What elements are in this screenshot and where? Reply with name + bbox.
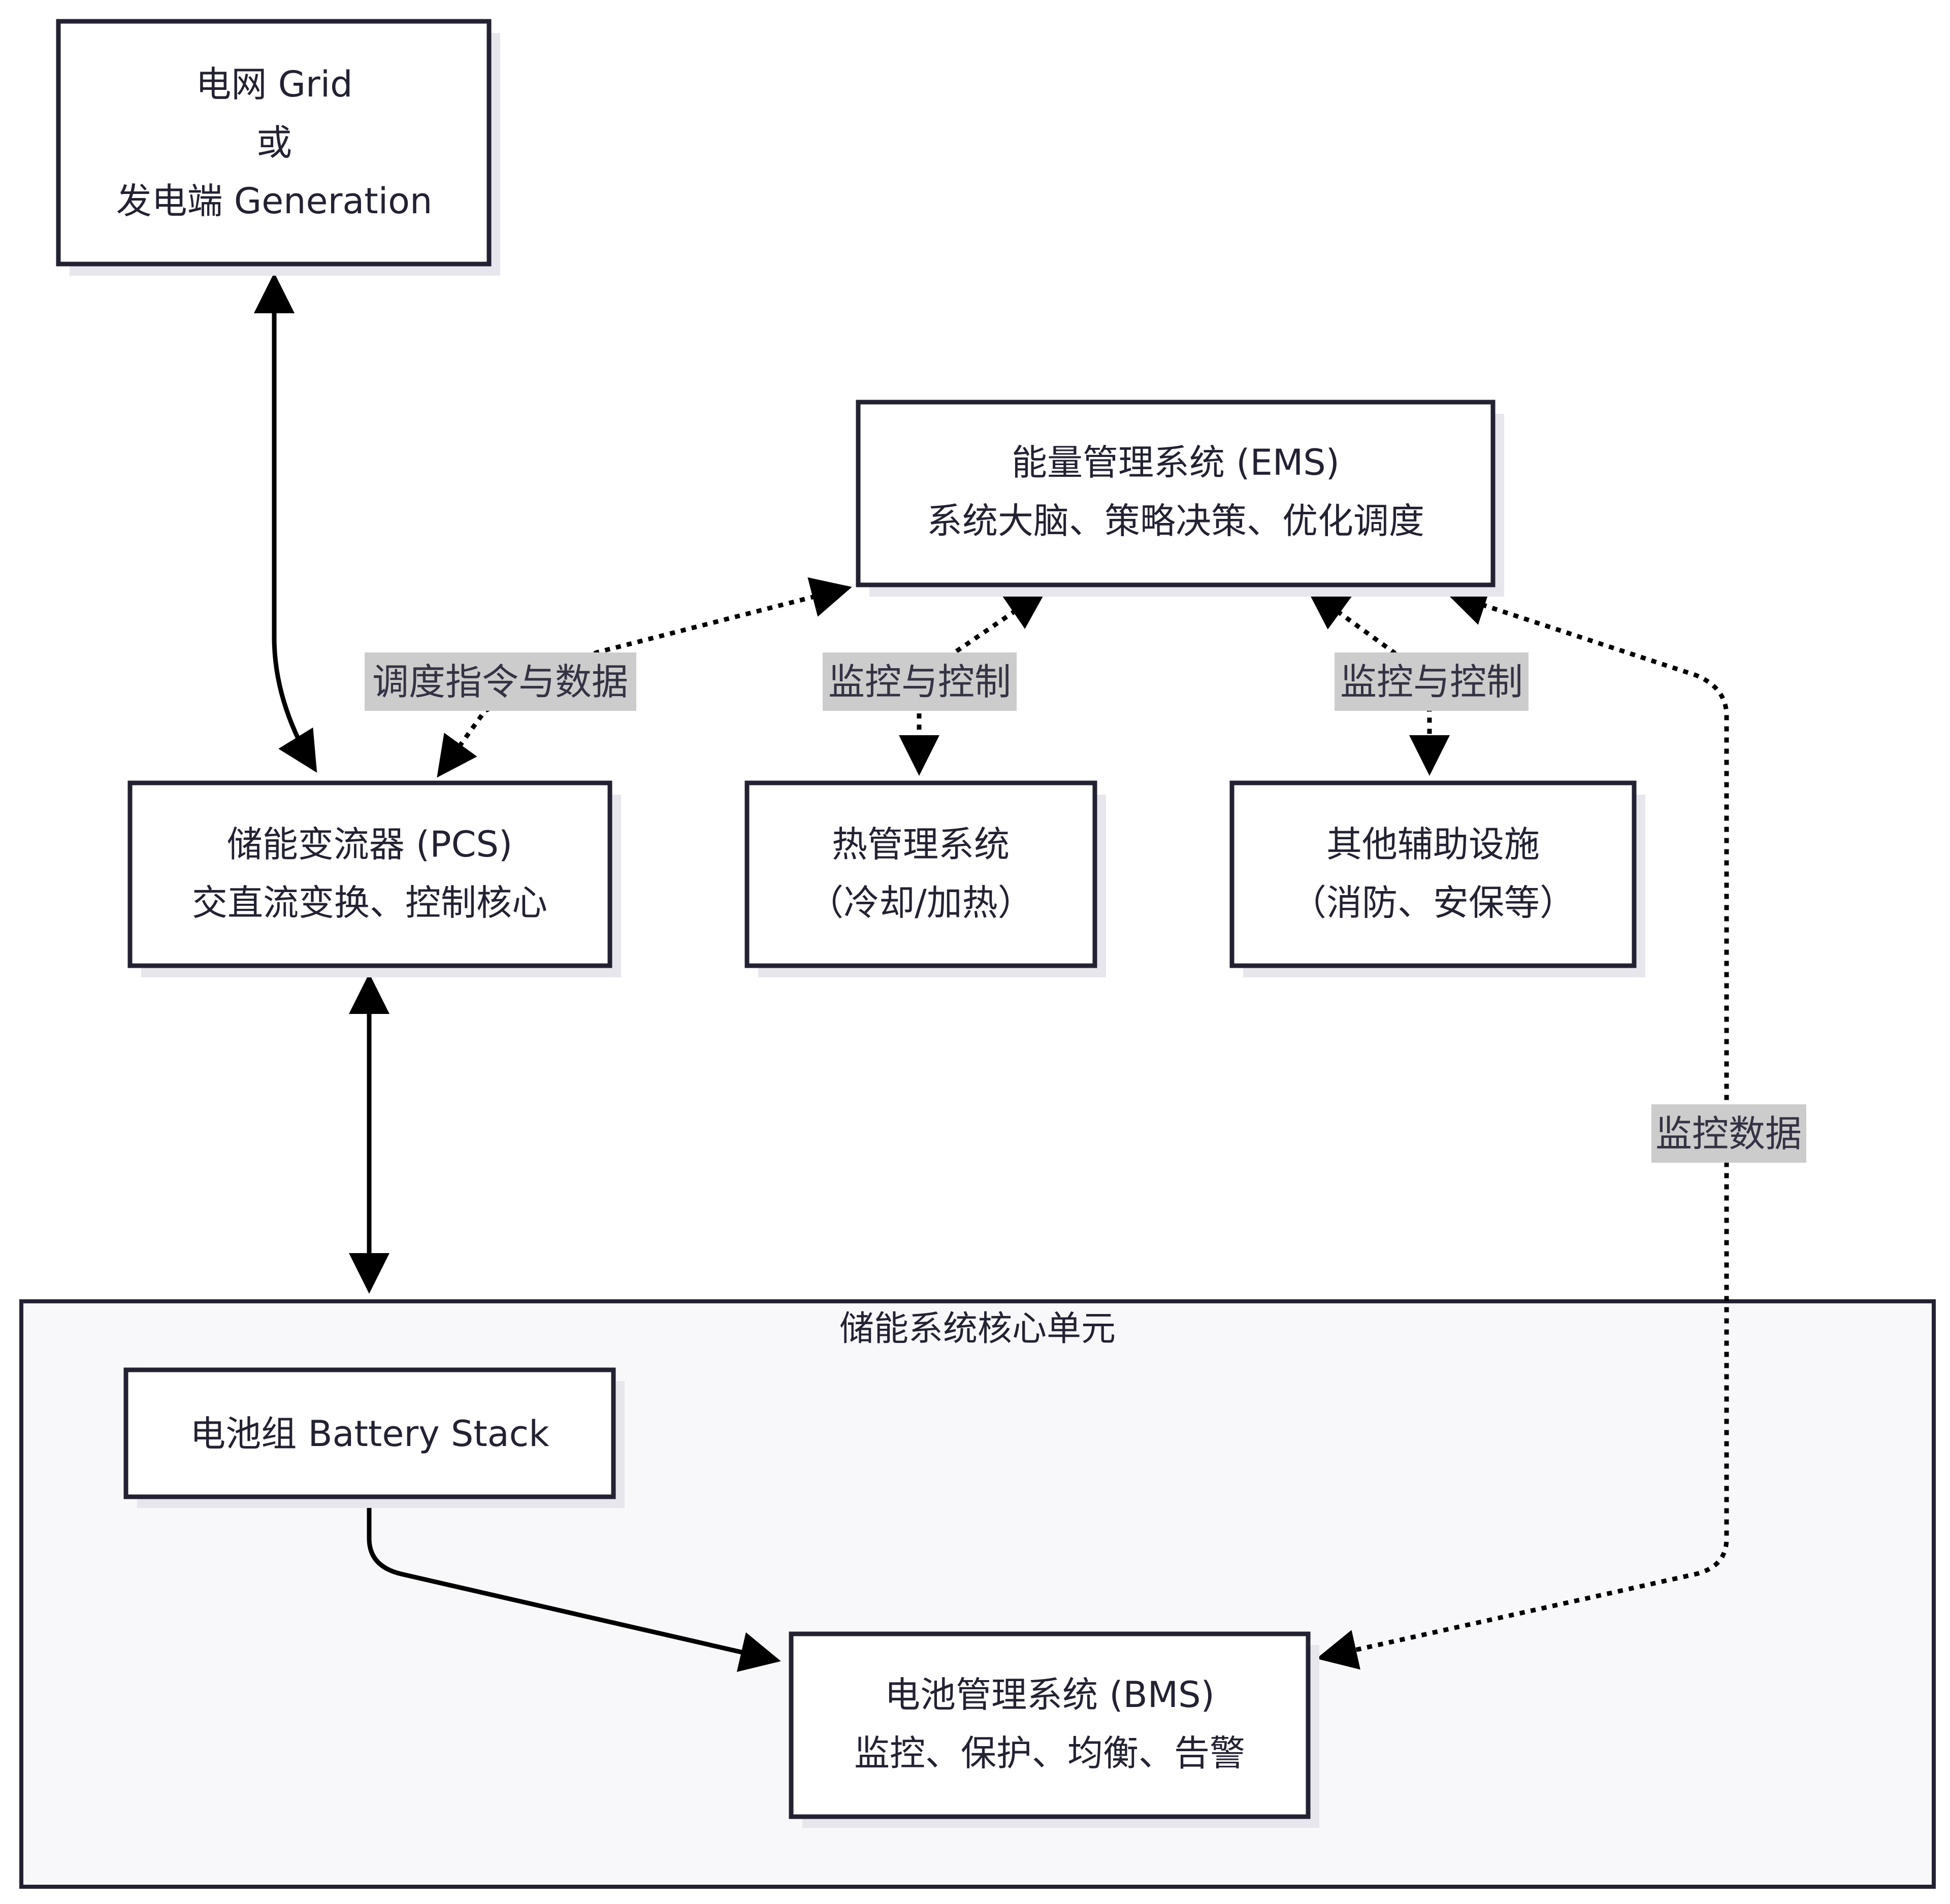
cluster-title: 储能系统核心单元	[839, 1309, 1116, 1349]
edge-ems-pcs	[437, 577, 852, 778]
edge-label-ems-thermal: 监控与控制	[823, 652, 1017, 711]
svg-text:发电端 Generation: 发电端 Generation	[116, 180, 433, 222]
edge-grid-pcs	[254, 273, 317, 773]
node-ems: 能量管理系统 (EMS) 系统大脑、策略决策、优化调度	[856, 400, 1504, 597]
edge-label-ems-pcs: 调度指令与数据	[365, 652, 636, 711]
node-bms: 电池管理系统 (BMS) 监控、保护、均衡、告警	[789, 1631, 1319, 1828]
svg-text:能量管理系统 (EMS): 能量管理系统 (EMS)	[1012, 442, 1340, 483]
svg-text:电网 Grid: 电网 Grid	[196, 63, 352, 105]
svg-text:或: 或	[256, 122, 292, 163]
svg-text:交直流变换、控制核心: 交直流变换、控制核心	[192, 882, 547, 924]
svg-text:（消防、安保等）: （消防、安保等）	[1291, 882, 1575, 924]
svg-text:热管理系统: 热管理系统	[832, 824, 1010, 865]
node-battery: 电池组 Battery Stack	[123, 1367, 625, 1508]
svg-text:监控与控制: 监控与控制	[1340, 661, 1523, 703]
node-grid: 电网 Grid 或 发电端 Generation	[56, 19, 500, 276]
edge-labels: 调度指令与数据 监控与控制 监控与控制 监控数据	[365, 652, 1806, 1163]
svg-text:电池组 Battery Stack: 电池组 Battery Stack	[190, 1413, 549, 1455]
svg-text:调度指令与数据: 调度指令与数据	[372, 661, 628, 703]
node-aux: 其他辅助设施 （消防、安保等）	[1229, 780, 1645, 977]
svg-text:电池管理系统 (BMS): 电池管理系统 (BMS)	[885, 1674, 1215, 1716]
edge-label-ems-bms: 监控数据	[1651, 1104, 1806, 1163]
svg-text:监控、保护、均衡、告警: 监控、保护、均衡、告警	[854, 1732, 1245, 1774]
svg-text:（冷却/加热）: （冷却/加热）	[808, 882, 1033, 924]
node-pcs: 储能变流器 (PCS) 交直流变换、控制核心	[127, 780, 621, 977]
edge-label-ems-aux: 监控与控制	[1335, 652, 1529, 711]
svg-text:其他辅助设施: 其他辅助设施	[1326, 824, 1540, 865]
svg-text:系统大脑、策略决策、优化调度: 系统大脑、策略决策、优化调度	[927, 500, 1424, 542]
svg-text:监控与控制: 监控与控制	[828, 661, 1011, 703]
svg-text:储能变流器 (PCS): 储能变流器 (PCS)	[227, 824, 512, 865]
edge-battery-bms	[367, 1498, 781, 1672]
svg-text:监控数据: 监控数据	[1655, 1112, 1802, 1155]
node-thermal: 热管理系统 （冷却/加热）	[744, 780, 1106, 977]
